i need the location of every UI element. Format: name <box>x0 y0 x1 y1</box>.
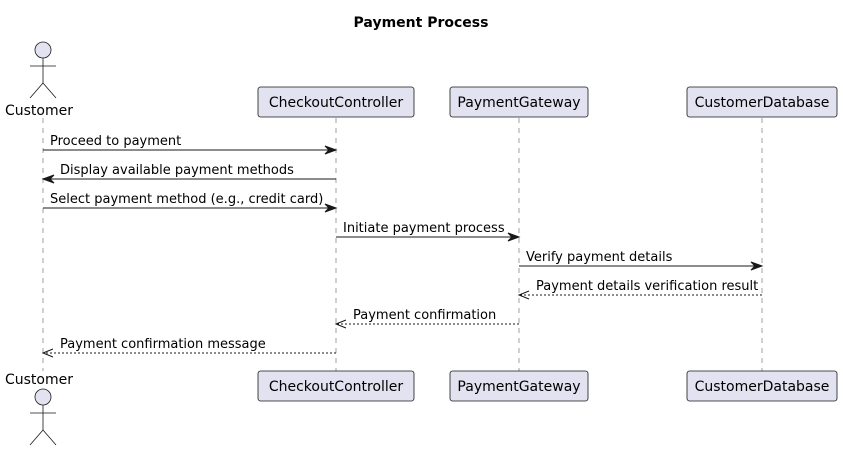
participant-box-database-top <box>686 86 838 118</box>
message-4: Initiate payment process <box>336 221 521 242</box>
message-1: Proceed to payment <box>43 134 338 155</box>
message-label: Display available payment methods <box>60 163 294 178</box>
arrowhead-filled <box>750 261 764 271</box>
participant-box-gateway-bottom <box>449 370 589 402</box>
participant-label-checkout-bottom: CheckoutController <box>269 379 404 395</box>
message-3: Select payment method (e.g., credit card… <box>43 192 338 213</box>
message-2: Display available payment methods <box>41 163 336 184</box>
lifelines-layer <box>42 118 763 371</box>
arrowhead-filled <box>41 174 55 184</box>
actor-head <box>34 388 52 406</box>
arrowhead-filled <box>324 145 338 155</box>
actor-figure-top <box>29 41 57 99</box>
participants-layer: CustomerCustomerCheckoutControllerChecko… <box>5 41 838 446</box>
participant-label-database-bottom: CustomerDatabase <box>695 379 830 395</box>
message-label: Payment confirmation <box>353 308 496 323</box>
participant-label-customer-bottom: Customer <box>5 372 73 388</box>
participant-label-checkout-top: CheckoutController <box>269 95 404 111</box>
message-7: Payment confirmation <box>334 308 519 329</box>
actor-head <box>34 41 52 59</box>
arrowhead-open <box>41 348 54 358</box>
actor-leg-left <box>29 429 44 446</box>
actor-leg-right <box>42 82 57 99</box>
participant-box-checkout-top <box>257 86 415 118</box>
message-8: Payment confirmation message <box>41 337 336 358</box>
participant-box-checkout-bottom <box>257 370 415 402</box>
actor-leg-left <box>29 82 44 99</box>
diagram-title: Payment Process <box>354 15 489 31</box>
message-label: Payment confirmation message <box>60 337 266 352</box>
arrowhead-open <box>334 319 347 329</box>
message-label: Proceed to payment <box>50 134 181 149</box>
actor-leg-right <box>42 429 57 446</box>
participant-box-gateway-top <box>449 86 589 118</box>
participant-label-gateway-bottom: PaymentGateway <box>457 379 580 395</box>
actor-figure-bottom <box>29 388 57 446</box>
message-label: Initiate payment process <box>343 221 505 236</box>
participant-box-database-bottom <box>686 370 838 402</box>
message-label: Select payment method (e.g., credit card… <box>50 192 323 207</box>
message-6: Payment details verification result <box>517 279 762 300</box>
message-5: Verify payment details <box>519 250 764 271</box>
arrowhead-open <box>517 290 530 300</box>
participant-label-gateway-top: PaymentGateway <box>457 95 580 111</box>
participant-label-customer-top: Customer <box>5 103 73 119</box>
arrowhead-filled <box>324 203 338 213</box>
message-label: Payment details verification result <box>536 279 758 294</box>
arrowhead-filled <box>507 232 521 242</box>
participant-label-database-top: CustomerDatabase <box>695 95 830 111</box>
message-label: Verify payment details <box>526 250 673 265</box>
